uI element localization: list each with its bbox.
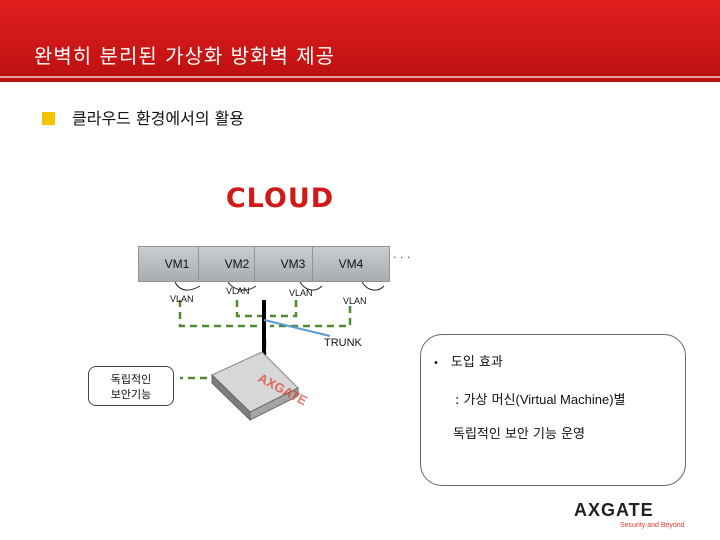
vm-arrows bbox=[174, 281, 385, 291]
security-box-line1: 독립적인 bbox=[110, 373, 152, 386]
vm-4-box: VM4 bbox=[312, 246, 390, 282]
effects-bullet-icon: • bbox=[433, 358, 439, 369]
axgate-logo: AXGATE Security and Beyond bbox=[574, 500, 685, 529]
effects-heading: • 도입 효과 bbox=[433, 351, 503, 370]
effects-panel: • 도입 효과 : 가상 머신(Virtual Machine)별 독립적인 보안… bbox=[420, 334, 686, 486]
vlan-label-3: VLAN bbox=[289, 288, 313, 298]
vlan-label-1: VLAN bbox=[170, 294, 194, 304]
effects-line1-prefix: : 가상 머신 bbox=[455, 393, 516, 408]
effects-line-2: 독립적인 보안 기능 운영 bbox=[453, 427, 585, 442]
effects-line1-suffix: 별 bbox=[613, 393, 626, 408]
trunk-pointer bbox=[263, 319, 331, 337]
section-subtitle: 클라우드 환경에서의 활용 bbox=[72, 109, 245, 128]
effects-line-1: : 가상 머신(Virtual Machine)별 bbox=[455, 389, 626, 408]
logo-tagline: Security and Beyond bbox=[620, 522, 685, 529]
cloud-label: CLOUD bbox=[225, 183, 335, 214]
vm-ellipsis: . . . bbox=[393, 248, 411, 261]
logo-brand-text: AXGATE bbox=[574, 500, 654, 520]
header-bar: 완벽히 분리된 가상화 방화벽 제공 bbox=[0, 0, 720, 82]
header-divider bbox=[0, 76, 720, 78]
page-title: 완벽히 분리된 가상화 방화벽 제공 bbox=[34, 44, 336, 68]
effects-heading-text: 도입 효과 bbox=[450, 355, 503, 370]
yellow-bullet-icon bbox=[42, 112, 55, 125]
security-function-box: 독립적인 보안기능 bbox=[88, 366, 174, 406]
firewall-device: AXGATE bbox=[211, 351, 310, 422]
vlan-label-4: VLAN bbox=[343, 296, 367, 306]
trunk-label: TRUNK bbox=[324, 337, 362, 349]
vlan-label-2: VLAN bbox=[226, 286, 250, 296]
security-box-line2: 보안기능 bbox=[110, 388, 152, 401]
effects-line1-latin: (Virtual Machine) bbox=[515, 392, 614, 407]
